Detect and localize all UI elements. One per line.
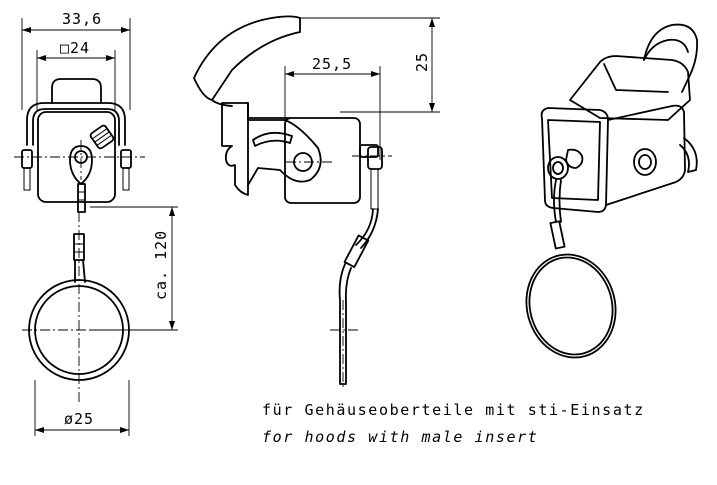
dimension-ring-diameter: ø25 bbox=[34, 380, 130, 436]
front-view: 33,6 □24 bbox=[14, 10, 178, 436]
side-view: 25 25,5 bbox=[193, 15, 440, 390]
dimension-width-overall: 33,6 bbox=[21, 10, 131, 110]
caption-german: für Gehäuseoberteile mit sti-Einsatz bbox=[262, 401, 645, 419]
dimension-loop-length: ca. 120 bbox=[90, 206, 178, 331]
dimension-width-square: □24 bbox=[36, 39, 116, 110]
dimension-length-side-label: 25,5 bbox=[312, 55, 352, 73]
dimension-width-square-label: □24 bbox=[60, 39, 90, 57]
dimension-loop-length-label: ca. 120 bbox=[152, 230, 170, 300]
perspective-view bbox=[525, 23, 699, 359]
dimension-width-overall-label: 33,6 bbox=[62, 10, 102, 28]
dimension-height-right: 25 bbox=[300, 17, 440, 113]
dimension-ring-diameter-label: ø25 bbox=[64, 410, 94, 428]
caption-english: for hoods with male insert bbox=[262, 428, 539, 446]
dimension-height-right-label: 25 bbox=[413, 52, 431, 72]
